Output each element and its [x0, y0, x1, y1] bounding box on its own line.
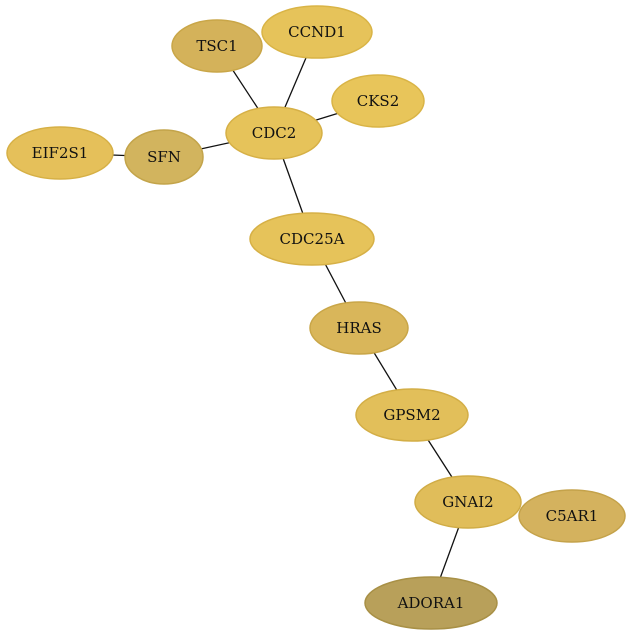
node-c5ar1[interactable]: C5AR1 [518, 489, 626, 543]
node-hras[interactable]: HRAS [309, 301, 409, 355]
node-shape-gpsm2 [355, 388, 469, 442]
node-label-gnai2: GNAI2 [442, 493, 493, 511]
node-shape-sfn [124, 129, 204, 185]
node-label-ccnd1: CCND1 [288, 23, 346, 41]
node-ccnd1[interactable]: CCND1 [261, 5, 373, 59]
node-label-cks2: CKS2 [357, 92, 400, 110]
node-cks2[interactable]: CKS2 [331, 74, 425, 128]
node-label-adora1: ADORA1 [397, 594, 465, 612]
node-label-tsc1: TSC1 [196, 37, 237, 55]
node-adora1[interactable]: ADORA1 [364, 576, 498, 630]
node-shape-gnai2 [414, 475, 522, 529]
node-eif2s1[interactable]: EIF2S1 [6, 126, 114, 180]
node-label-cdc25a: CDC25A [280, 230, 345, 248]
node-shape-cdc25a [249, 212, 375, 266]
node-tsc1[interactable]: TSC1 [171, 19, 263, 73]
node-shape-adora1 [364, 576, 498, 630]
node-shape-eif2s1 [6, 126, 114, 180]
node-cdc2[interactable]: CDC2 [225, 106, 323, 160]
node-shape-cks2 [331, 74, 425, 128]
node-shape-tsc1 [171, 19, 263, 73]
node-gpsm2[interactable]: GPSM2 [355, 388, 469, 442]
node-cdc25a[interactable]: CDC25A [249, 212, 375, 266]
node-shape-hras [309, 301, 409, 355]
node-label-cdc2: CDC2 [252, 124, 297, 142]
node-gnai2[interactable]: GNAI2 [414, 475, 522, 529]
node-label-c5ar1: C5AR1 [546, 507, 599, 525]
node-label-gpsm2: GPSM2 [383, 406, 440, 424]
node-shape-c5ar1 [518, 489, 626, 543]
node-label-eif2s1: EIF2S1 [32, 144, 89, 162]
node-shape-cdc2 [225, 106, 323, 160]
node-sfn[interactable]: SFN [124, 129, 204, 185]
node-label-hras: HRAS [336, 319, 381, 337]
node-shape-ccnd1 [261, 5, 373, 59]
node-label-sfn: SFN [147, 148, 181, 166]
